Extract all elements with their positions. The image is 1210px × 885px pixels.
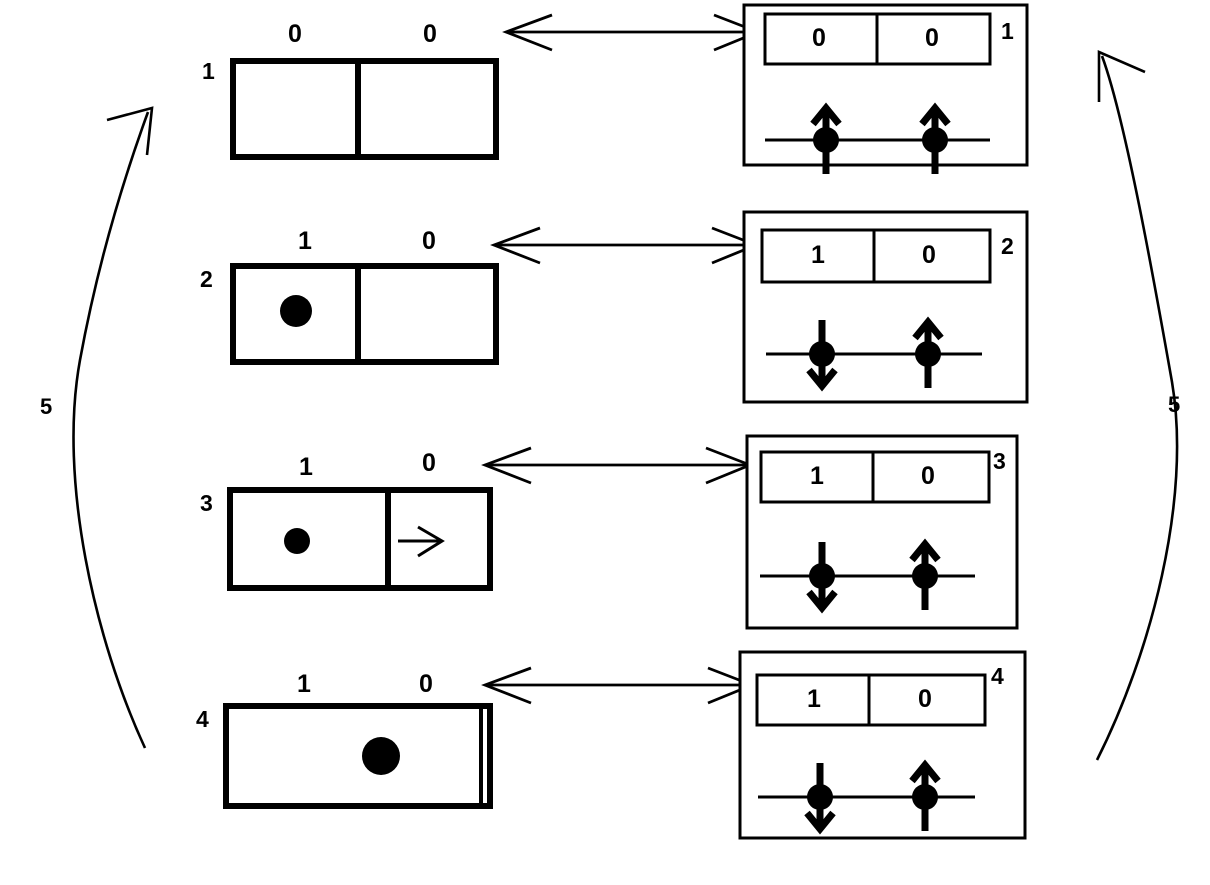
bit-header-3-right: 0 [422,449,436,477]
particle-3 [284,528,310,554]
expansion-arrow-3 [398,525,445,558]
bit-header-2-right: 0 [422,227,436,255]
connector-arrow-4 [481,666,756,705]
panel-cell-4-left: 1 [807,685,821,713]
bit-header-4-right: 0 [419,670,433,698]
panel-number-3: 3 [993,448,1006,474]
panel-number-4: 4 [991,663,1004,689]
panel-number-2: 2 [1001,233,1014,259]
bit-header-1-right: 0 [423,20,437,48]
connector-arrow-2 [490,226,760,265]
cycle-arrow-left [72,106,154,749]
panel-cell-3-right: 0 [921,462,935,490]
bit-header-4-left: 1 [297,670,311,698]
spin-panel-4 [738,650,1027,840]
panel-number-1: 1 [1001,18,1014,44]
memory-box-4 [223,703,493,809]
spin-panel-2 [742,210,1029,404]
step-number-2: 2 [200,266,213,292]
panel-cell-3-left: 1 [810,462,824,490]
connector-arrow-1 [502,13,762,52]
spin-panel-1 [742,3,1029,174]
spin-panel-3 [745,434,1019,630]
cycle-label-right: 5 [1168,392,1181,417]
connector-arrow-3 [481,446,754,485]
panel-cell-4-right: 0 [918,685,932,713]
particle-2 [280,295,312,327]
memory-box-2 [230,263,499,365]
panel-cell-1-right: 0 [925,24,939,52]
bit-header-3-left: 1 [299,453,313,481]
panel-cell-1-left: 0 [812,24,826,52]
step-number-3: 3 [200,490,213,516]
memory-box-3 [227,487,493,591]
bit-header-2-left: 1 [298,227,312,255]
step-number-1: 1 [202,58,215,84]
cycle-label-left: 5 [40,394,53,419]
memory-box-1 [230,58,499,160]
step-number-4: 4 [196,706,209,732]
cycle-arrow-right [1095,50,1179,761]
particle-4 [362,737,400,775]
panel-cell-2-left: 1 [811,241,825,269]
bit-header-1-left: 0 [288,20,302,48]
panel-cell-2-right: 0 [922,241,936,269]
